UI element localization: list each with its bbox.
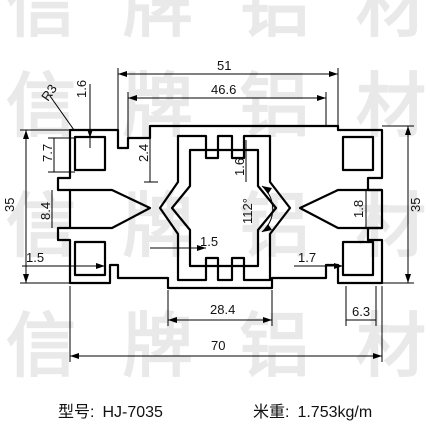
dim-bottom-inner: 28.4 [210,302,235,317]
dim-total-width: 70 [211,338,225,353]
dim-left-upper: 7.7 [40,144,55,162]
weight-value: 1.753kg/m [297,404,373,421]
left-slot [70,188,152,230]
dim-slot-depth-left: 1.6 [74,80,89,98]
dim-top-inner: 46.6 [211,82,236,97]
dimension-lines [20,68,414,362]
dim-right-bottom: 1.7 [298,250,316,265]
dim-center-thickness: 1.5 [200,234,218,249]
dim-height-left: 35 [2,198,17,212]
right-slot [298,188,382,230]
dim-center-web: 1.6 [232,158,247,176]
center-cavity [170,148,278,268]
weight-info: 米重: 1.753kg/m [253,398,372,422]
watermark-row: 信牌铝材 [6,0,426,47]
dim-angle: 112° [240,198,255,224]
model-value: HJ-7035 [102,404,163,421]
dim-height-right: 35 [408,198,423,212]
chamber-bottom-right [341,240,375,277]
dim-left-bottom: 1.5 [26,250,44,265]
caption-bar: 型号: HJ-7035 米重: 1.753kg/m [0,392,438,422]
dim-left-mid: 8.4 [38,202,53,220]
dim-bottom-right: 6.3 [352,304,370,319]
dim-wall: 2.4 [136,144,151,162]
dimension-texts: 51 46.6 70 28.4 6.3 1.5 1.5 1.7 35 35 7.… [2,58,423,353]
center-box [158,134,292,282]
dim-total-top: 51 [217,58,231,73]
model-info: 型号: HJ-7035 [58,398,163,422]
profile-outline [56,124,384,290]
dim-right-mid: 1.8 [351,200,366,218]
weight-label: 米重: [253,404,290,421]
chamber-bottom-left [73,240,107,277]
chamber-top-right [341,135,375,172]
model-label: 型号: [58,404,95,421]
